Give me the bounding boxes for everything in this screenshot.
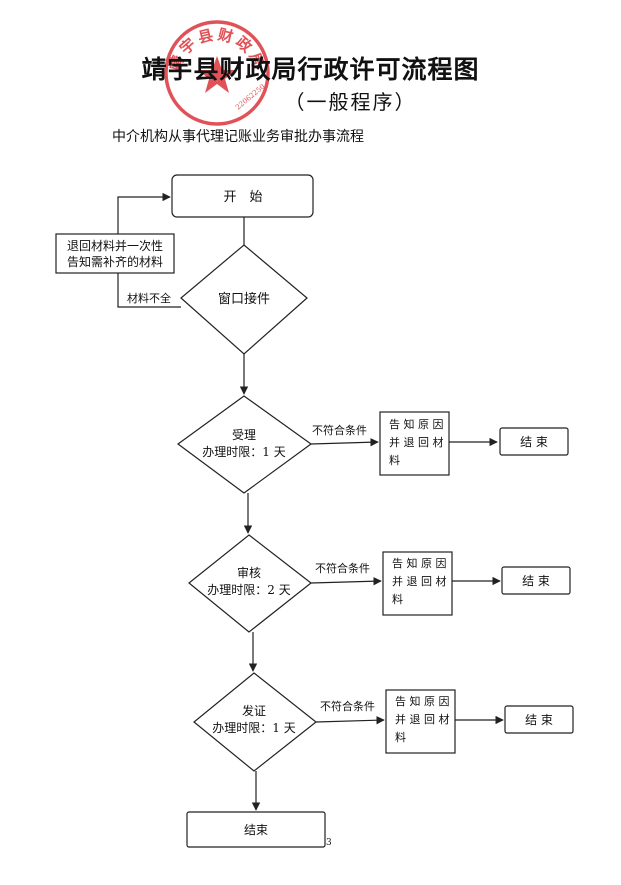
page-number: 3 xyxy=(326,838,332,848)
review-diamond xyxy=(188,534,312,633)
return-box-line-2: 告知需补齐的材料 xyxy=(67,254,163,269)
end-issue-label: 结 束 xyxy=(525,713,553,727)
incomplete-label: 材料不全 xyxy=(127,291,171,305)
accept-name: 受理 xyxy=(232,428,256,442)
loop-return xyxy=(117,192,171,234)
notify-box-accept xyxy=(379,411,450,476)
notify-review-line-1: 告 知 原 因 xyxy=(392,556,447,570)
seal-star-icon xyxy=(198,56,236,93)
notify-issue-line-2: 并 退 回 材 xyxy=(395,712,450,726)
issue-time: 办理时限：1 天 xyxy=(212,720,295,735)
end-box-review xyxy=(501,566,571,595)
end-accept-label: 结 束 xyxy=(520,435,548,449)
notify-box-issue xyxy=(385,689,456,754)
return-box-line-1: 退回材料并一次性 xyxy=(67,239,163,253)
start-box xyxy=(171,174,314,218)
start-label: 开 始 xyxy=(223,190,262,205)
notify-box-review xyxy=(382,551,453,616)
final-end-label: 结束 xyxy=(244,823,268,837)
page-title: 靖宇县财政局行政许可流程图 xyxy=(141,55,480,84)
official-seal: 靖宇县财政局 22062250 xyxy=(164,20,270,126)
arrow-review-not-meet xyxy=(310,577,382,586)
final-end-box xyxy=(186,811,326,848)
notify-issue-line-1: 告 知 原 因 xyxy=(395,694,450,708)
notify-review-line-3: 料 xyxy=(392,592,403,606)
notify-accept-line-2: 并 退 回 材 xyxy=(389,435,444,449)
end-box-issue xyxy=(504,705,574,734)
arrow-issue-not-meet xyxy=(315,716,385,725)
return-materials-box xyxy=(55,233,175,274)
review-time: 办理时限：2 天 xyxy=(207,582,290,597)
arrow-accept-not-meet xyxy=(310,438,379,447)
review-not-meet-label: 不符合条件 xyxy=(315,561,370,575)
loop-incomplete xyxy=(117,273,181,308)
end-box-accept xyxy=(499,427,569,456)
accept-diamond xyxy=(176,395,313,494)
page-subtitle: （一般程序） xyxy=(284,90,417,114)
issue-name: 发证 xyxy=(242,703,266,718)
window-receive-label: 窗口接件 xyxy=(218,291,270,307)
issue-not-meet-label: 不符合条件 xyxy=(320,699,375,713)
issue-diamond xyxy=(193,672,317,772)
accept-time: 办理时限：1 天 xyxy=(202,444,285,459)
notify-review-line-2: 并 退 回 材 xyxy=(392,574,447,588)
notify-accept-line-1: 告 知 原 因 xyxy=(389,417,444,431)
notify-issue-line-3: 料 xyxy=(395,730,406,744)
process-name: 中介机构从事代理记账业务审批办事流程 xyxy=(112,129,364,145)
notify-accept-line-3: 料 xyxy=(389,453,400,467)
review-name: 审核 xyxy=(237,565,261,580)
accept-not-meet-label: 不符合条件 xyxy=(312,423,367,437)
end-review-label: 结 束 xyxy=(522,574,550,588)
